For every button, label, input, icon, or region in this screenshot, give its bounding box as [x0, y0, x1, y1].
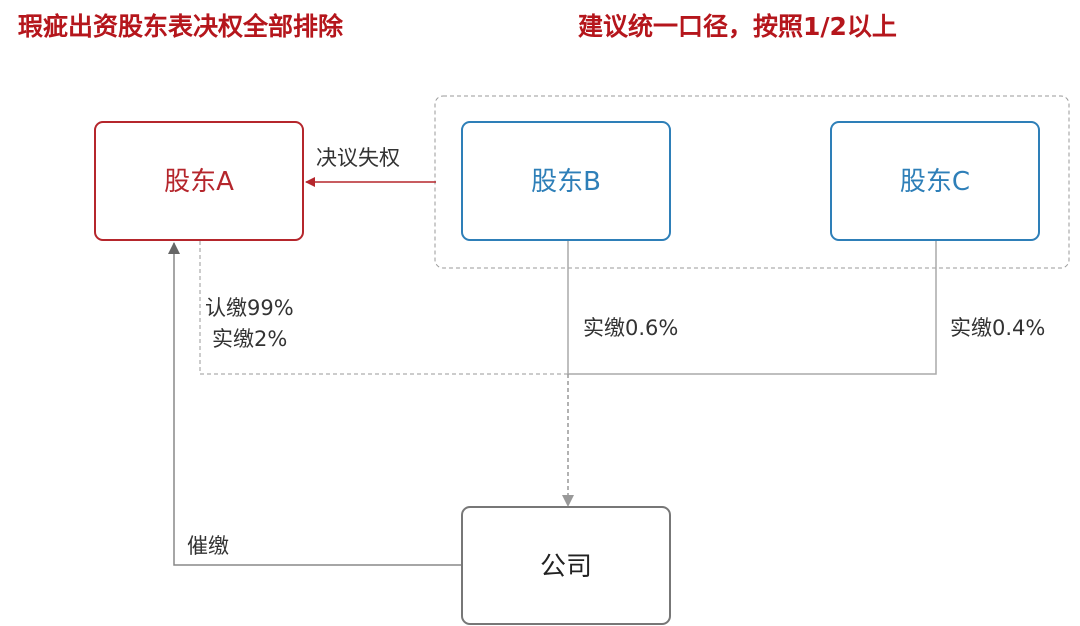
urge-payment-label: 催缴 — [187, 534, 229, 558]
a-subscribed-label: 认缴99% — [205, 296, 294, 320]
right-title: 建议统一口径，按照1/2以上 — [578, 12, 897, 41]
c-paid-label: 实缴0.4% — [950, 316, 1045, 340]
a-paid-label: 实缴2% — [212, 327, 287, 351]
company-label: 公司 — [540, 552, 592, 582]
shareholder-b-label: 股东B — [531, 167, 601, 197]
shareholder-c-label: 股东C — [900, 167, 970, 197]
left-title: 瑕疵出资股东表决权全部排除 — [18, 12, 344, 41]
c-paid-line — [568, 241, 937, 375]
shareholder-a-label: 股东A — [164, 167, 234, 197]
shareholder-b-node[interactable]: 股东B — [461, 121, 671, 241]
vote-loss-label: 决议失权 — [316, 146, 400, 170]
urge-payment-arrow — [168, 242, 462, 566]
company-node[interactable]: 公司 — [461, 506, 671, 625]
b-paid-label: 实缴0.6% — [583, 316, 678, 340]
shareholder-a-node[interactable]: 股东A — [94, 121, 304, 241]
a-paid-dashed-line — [199, 241, 568, 375]
shareholder-c-node[interactable]: 股东C — [830, 121, 1040, 241]
